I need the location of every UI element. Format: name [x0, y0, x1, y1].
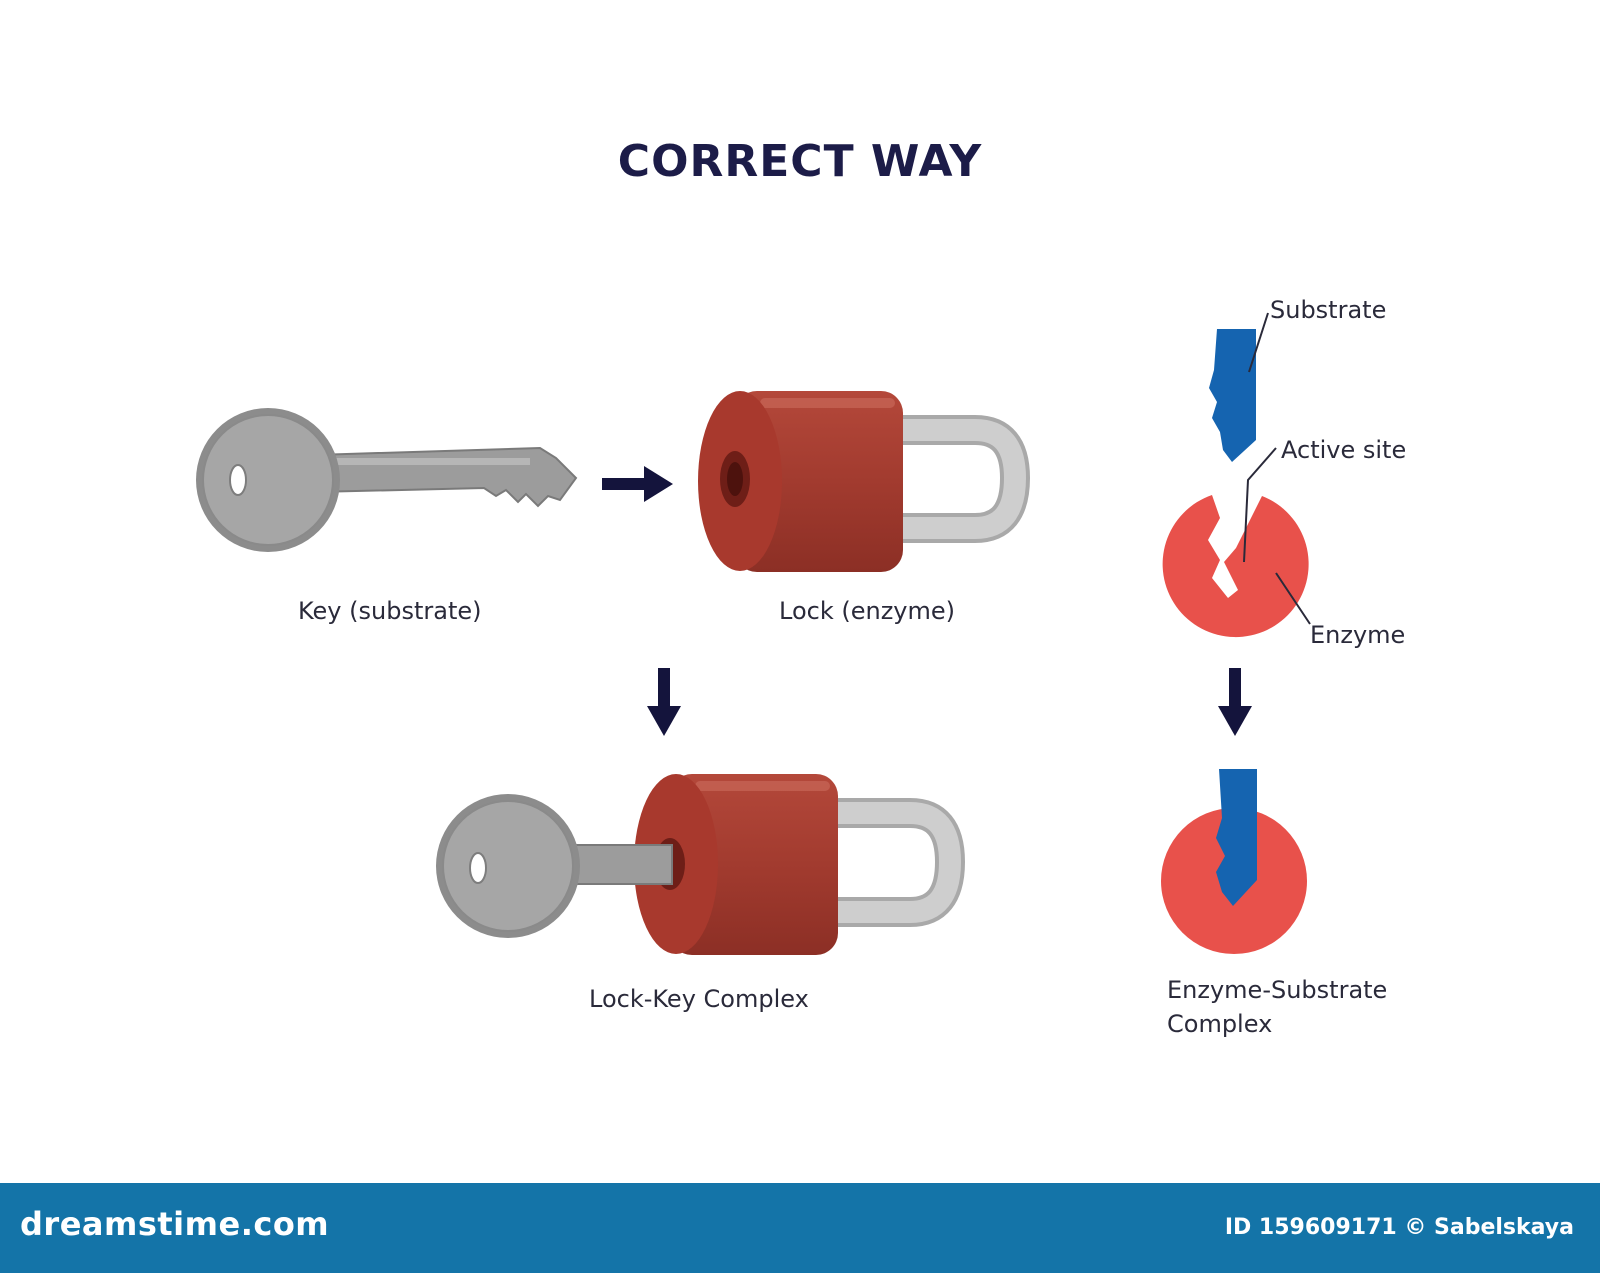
- enzyme-icon: [1162, 495, 1309, 638]
- footer-bar: dreamstime.com ID 159609171 © Sabelskaya: [0, 1183, 1600, 1273]
- page-title: CORRECT WAY: [617, 136, 983, 187]
- key-label: Key (substrate): [298, 597, 482, 625]
- label-leader-lines: [1243, 312, 1311, 625]
- substrate-icon: [1209, 329, 1256, 462]
- enzyme-label: Enzyme: [1310, 621, 1406, 649]
- lock-key-complex-icon: [436, 774, 966, 955]
- enzyme-substrate-label-line2: Complex: [1167, 1010, 1273, 1038]
- substrate-label: Substrate: [1270, 296, 1387, 324]
- arrow-right-icon: [602, 466, 673, 502]
- active-site-label: Active site: [1281, 436, 1407, 464]
- lock-label: Lock (enzyme): [779, 597, 956, 625]
- key-icon: [196, 408, 578, 552]
- arrow-down-icon: [647, 668, 681, 736]
- footer-credit: ID 159609171 © Sabelskaya: [1224, 1215, 1574, 1240]
- enzyme-substrate-label-line1: Enzyme-Substrate: [1167, 976, 1388, 1004]
- arrow-down-icon: [1218, 668, 1252, 736]
- enzyme-substrate-complex-icon: [1161, 769, 1307, 954]
- footer-brand-logo[interactable]: dreamstime.com: [20, 1205, 330, 1243]
- padlock-icon: [698, 391, 1031, 572]
- diagram-graphics: [196, 312, 1311, 955]
- lock-key-complex-label: Lock-Key Complex: [589, 985, 809, 1013]
